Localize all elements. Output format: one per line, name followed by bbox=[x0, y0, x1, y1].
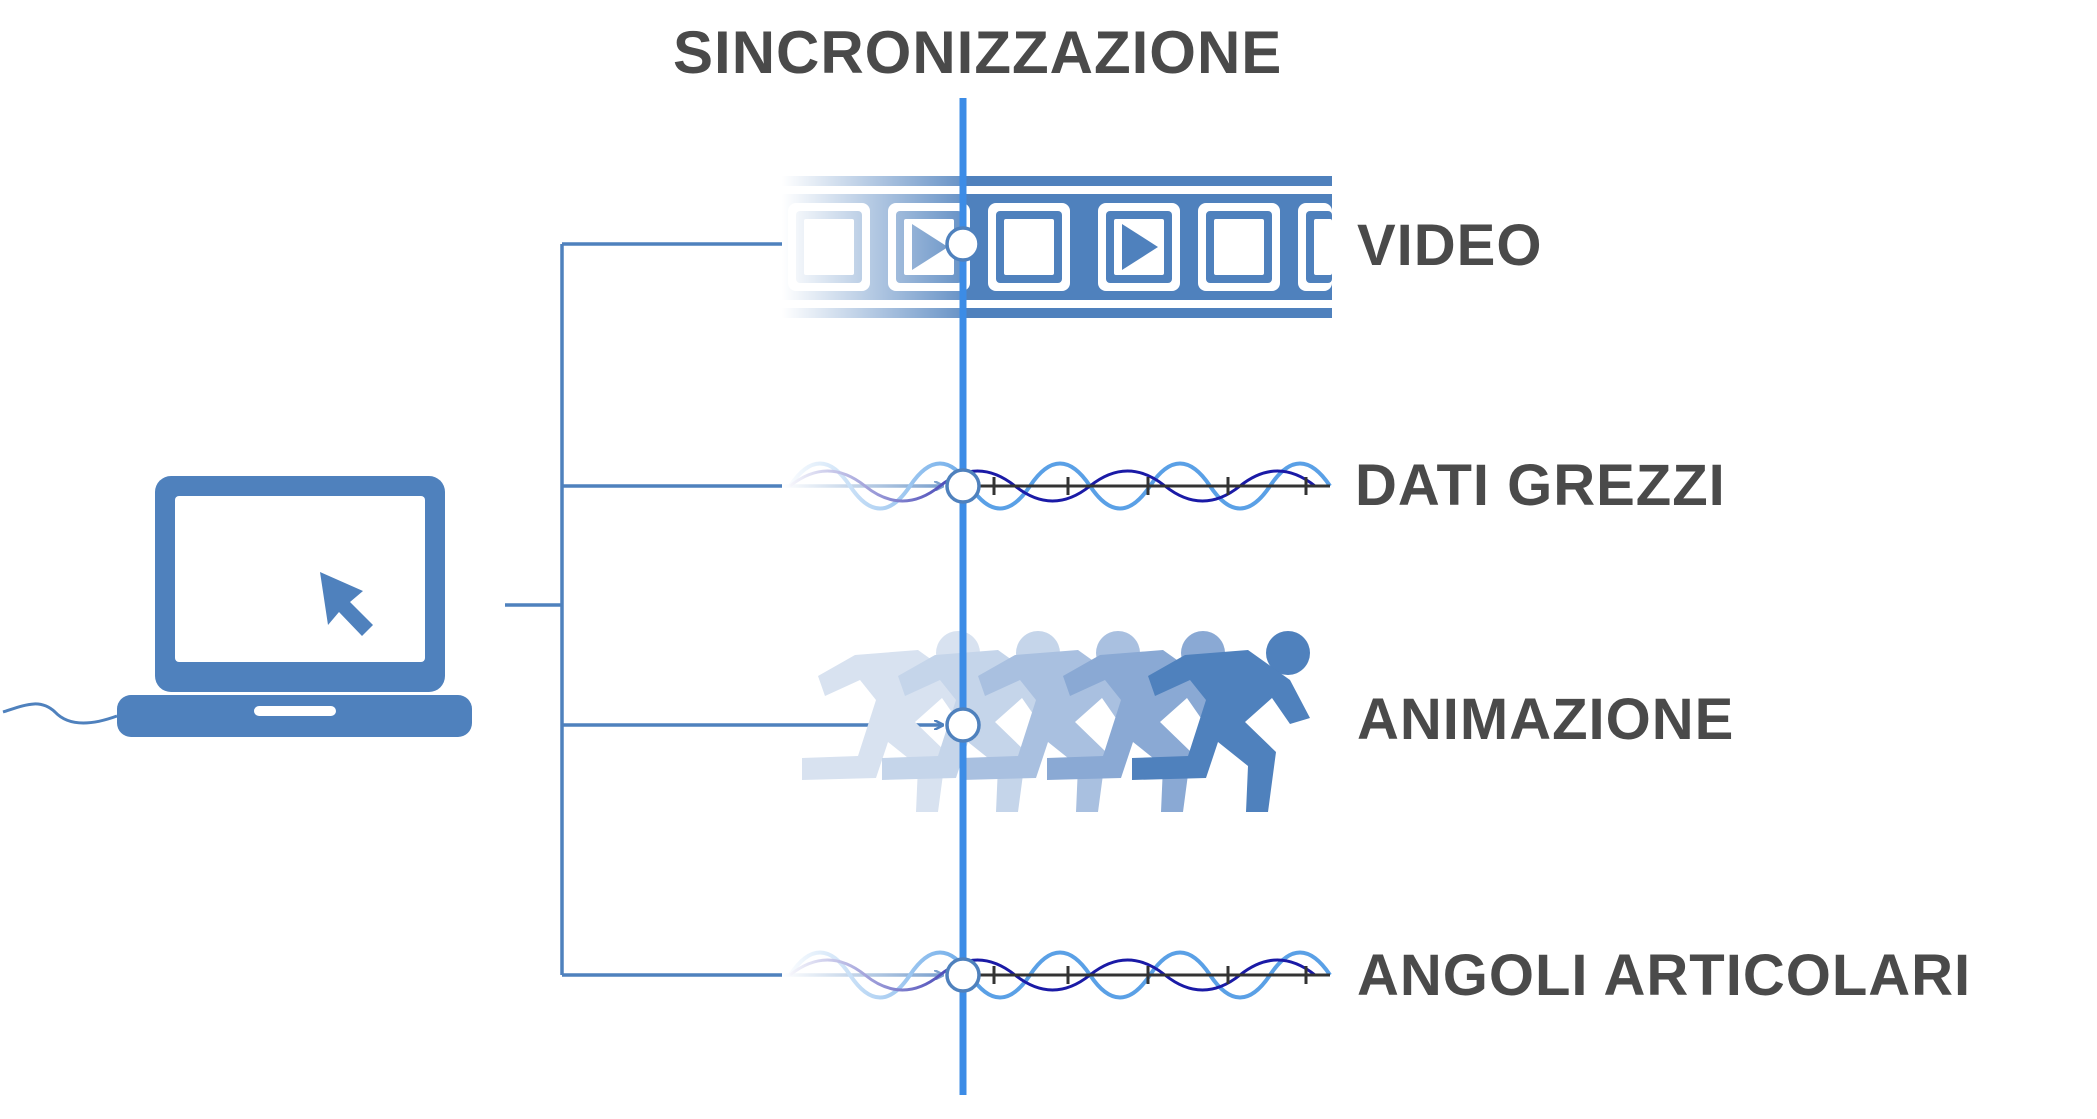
cable bbox=[2, 702, 118, 725]
sync-point bbox=[945, 226, 981, 262]
connector-tree bbox=[505, 244, 943, 975]
sync-point bbox=[945, 468, 981, 504]
label-video: VIDEO bbox=[1357, 213, 1543, 278]
laptop-icon bbox=[2, 476, 472, 737]
waveform-icon bbox=[782, 940, 1332, 1015]
sync-point bbox=[945, 957, 981, 993]
sync-point bbox=[945, 707, 981, 743]
label-angoli-articolari: ANGOLI ARTICOLARI bbox=[1357, 943, 1972, 1008]
running-figure-icon bbox=[802, 631, 1310, 812]
sync-points bbox=[945, 226, 981, 993]
label-dati-grezzi: DATI GREZZI bbox=[1355, 453, 1726, 518]
play-icon bbox=[1122, 224, 1158, 270]
film-strip-icon bbox=[782, 170, 1332, 320]
cursor-icon bbox=[320, 572, 373, 636]
waveform-icon bbox=[782, 450, 1332, 525]
diagram-title: SINCRONIZZAZIONE bbox=[673, 19, 1283, 86]
label-animazione: ANIMAZIONE bbox=[1357, 687, 1735, 752]
